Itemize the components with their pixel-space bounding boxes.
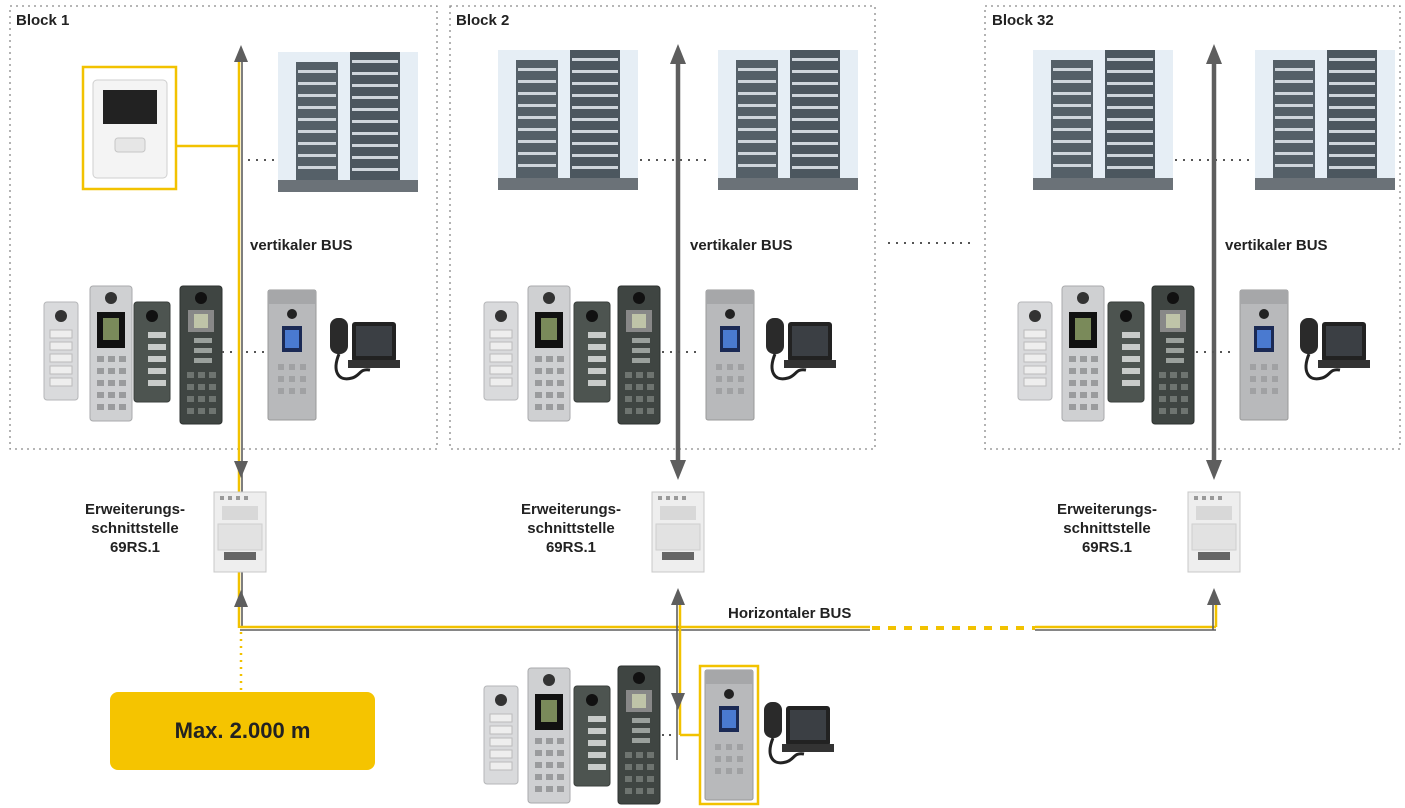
block-32-frame [984, 5, 1401, 450]
vertical-bus-label: vertikaler BUS [250, 237, 353, 254]
block-2-label: Block 2 [456, 12, 510, 29]
arrow-head [671, 693, 685, 710]
vertical-bus-label: vertikaler BUS [690, 237, 793, 254]
building-image [1033, 50, 1173, 190]
desk-video-phone [764, 316, 838, 381]
arrow-head [670, 460, 686, 480]
desk-video-phone [328, 316, 402, 381]
building-image [278, 52, 418, 192]
building-image [1255, 50, 1395, 190]
interface-module [1187, 491, 1241, 573]
interface-module [213, 491, 267, 573]
arrow-head [234, 45, 248, 62]
indoor-monitor [81, 65, 178, 191]
block-1-label: Block 1 [16, 12, 70, 29]
door-panel-audio [483, 301, 519, 401]
door-panel-dark-keypad [1151, 285, 1195, 425]
highlight-frame [698, 664, 760, 806]
door-panel-dark-keypad [179, 285, 223, 425]
door-panel-dark [573, 685, 611, 787]
door-panel-keypad [527, 285, 571, 422]
building-image [498, 50, 638, 190]
max-distance-box: Max. 2.000 m [110, 692, 375, 770]
building-image [718, 50, 858, 190]
door-panel-steel [705, 289, 755, 421]
block-32-label: Block 32 [992, 12, 1054, 29]
desk-video-phone [762, 700, 836, 765]
interface-module [651, 491, 705, 573]
door-panel-keypad [1061, 285, 1105, 422]
door-panel-audio [1017, 301, 1053, 401]
door-panel-dark [133, 301, 171, 403]
interface-label: Erweiterungs- schnittstelle 69RS.1 [1056, 501, 1158, 556]
arrow-head [670, 44, 686, 64]
door-panel-steel [704, 669, 754, 801]
arrow-head [1206, 44, 1222, 64]
vertical-bus-label: vertikaler BUS [1225, 237, 1328, 254]
block-2-frame [449, 5, 876, 450]
arrow-head [1206, 460, 1222, 480]
block-1-frame [9, 5, 438, 450]
door-panel-steel [1239, 289, 1289, 421]
door-panel-dark [573, 301, 611, 403]
interface-label: Erweiterungs- schnittstelle 69RS.1 [520, 501, 622, 556]
door-panel-audio [43, 301, 79, 401]
door-panel-keypad [527, 667, 571, 804]
door-panel-dark-keypad [617, 665, 661, 805]
arrow-head [234, 590, 248, 607]
interface-label: Erweiterungs- schnittstelle 69RS.1 [84, 501, 186, 556]
door-panel-keypad [89, 285, 133, 422]
arrow-head [671, 588, 685, 605]
door-panel-audio [483, 685, 519, 785]
door-panel-steel [267, 289, 317, 421]
horizontal-bus-label: Horizontaler BUS [728, 605, 852, 622]
door-panel-dark [1107, 301, 1145, 403]
door-panel-dark-keypad [617, 285, 661, 425]
arrow-head [234, 461, 248, 478]
arrow-head [1207, 588, 1221, 605]
desk-video-phone [1298, 316, 1372, 381]
